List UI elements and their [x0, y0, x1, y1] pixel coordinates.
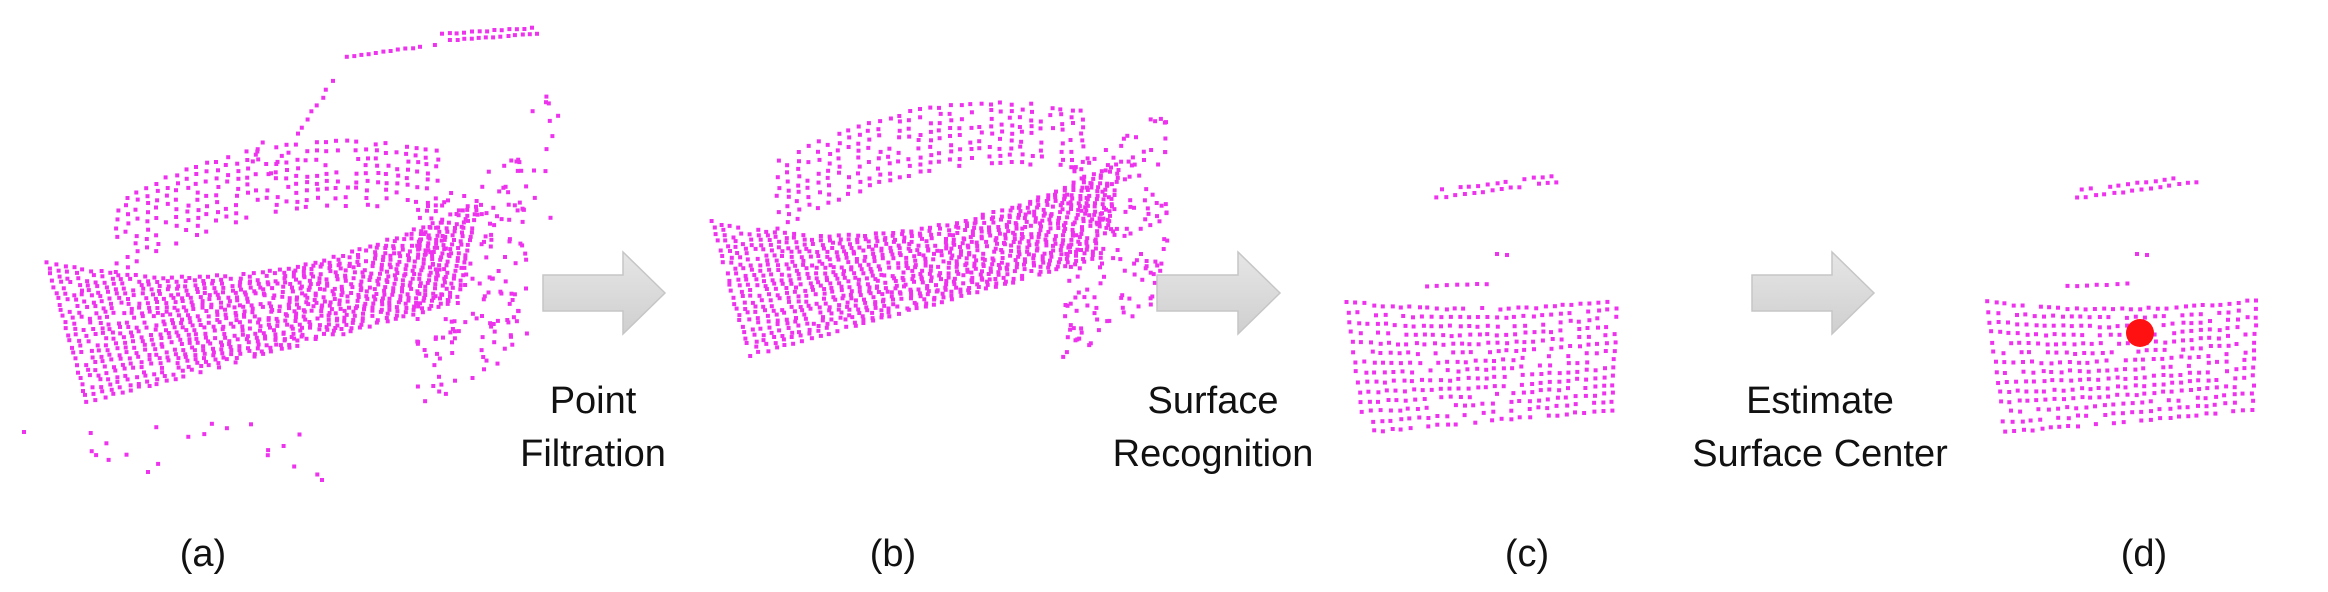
step-label-estimate-surface-center: Estimate Surface Center: [1690, 375, 1950, 481]
point-cloud-panel-a: [22, 25, 561, 482]
arrow-icon-3: [1751, 250, 1876, 336]
point-cloud-panel-b: [709, 100, 1170, 359]
step-label-line2: Recognition: [1112, 433, 1314, 475]
point-cloud-panel-d: [1985, 176, 2259, 434]
step-label-line1: Surface: [1147, 380, 1279, 422]
panel-label-b: (b): [869, 533, 917, 575]
step-label-line2: Surface Center: [1692, 433, 1948, 475]
panel-label-a: (a): [179, 533, 227, 575]
step-label-point-filtration: Point Filtration: [463, 375, 723, 481]
panel-label-c: (c): [1504, 533, 1550, 575]
point-cloud-panel-c: [1344, 174, 1619, 434]
step-label-line1: Point: [549, 380, 637, 422]
step-label-surface-recognition: Surface Recognition: [1083, 375, 1343, 481]
step-label-line2: Filtration: [520, 433, 666, 475]
arrow-icon-1: [542, 250, 667, 336]
step-label-line1: Estimate: [1746, 380, 1894, 422]
surface-center-marker: [2126, 319, 2154, 347]
panel-label-d: (d): [2120, 533, 2168, 575]
arrow-icon-2: [1156, 250, 1282, 336]
